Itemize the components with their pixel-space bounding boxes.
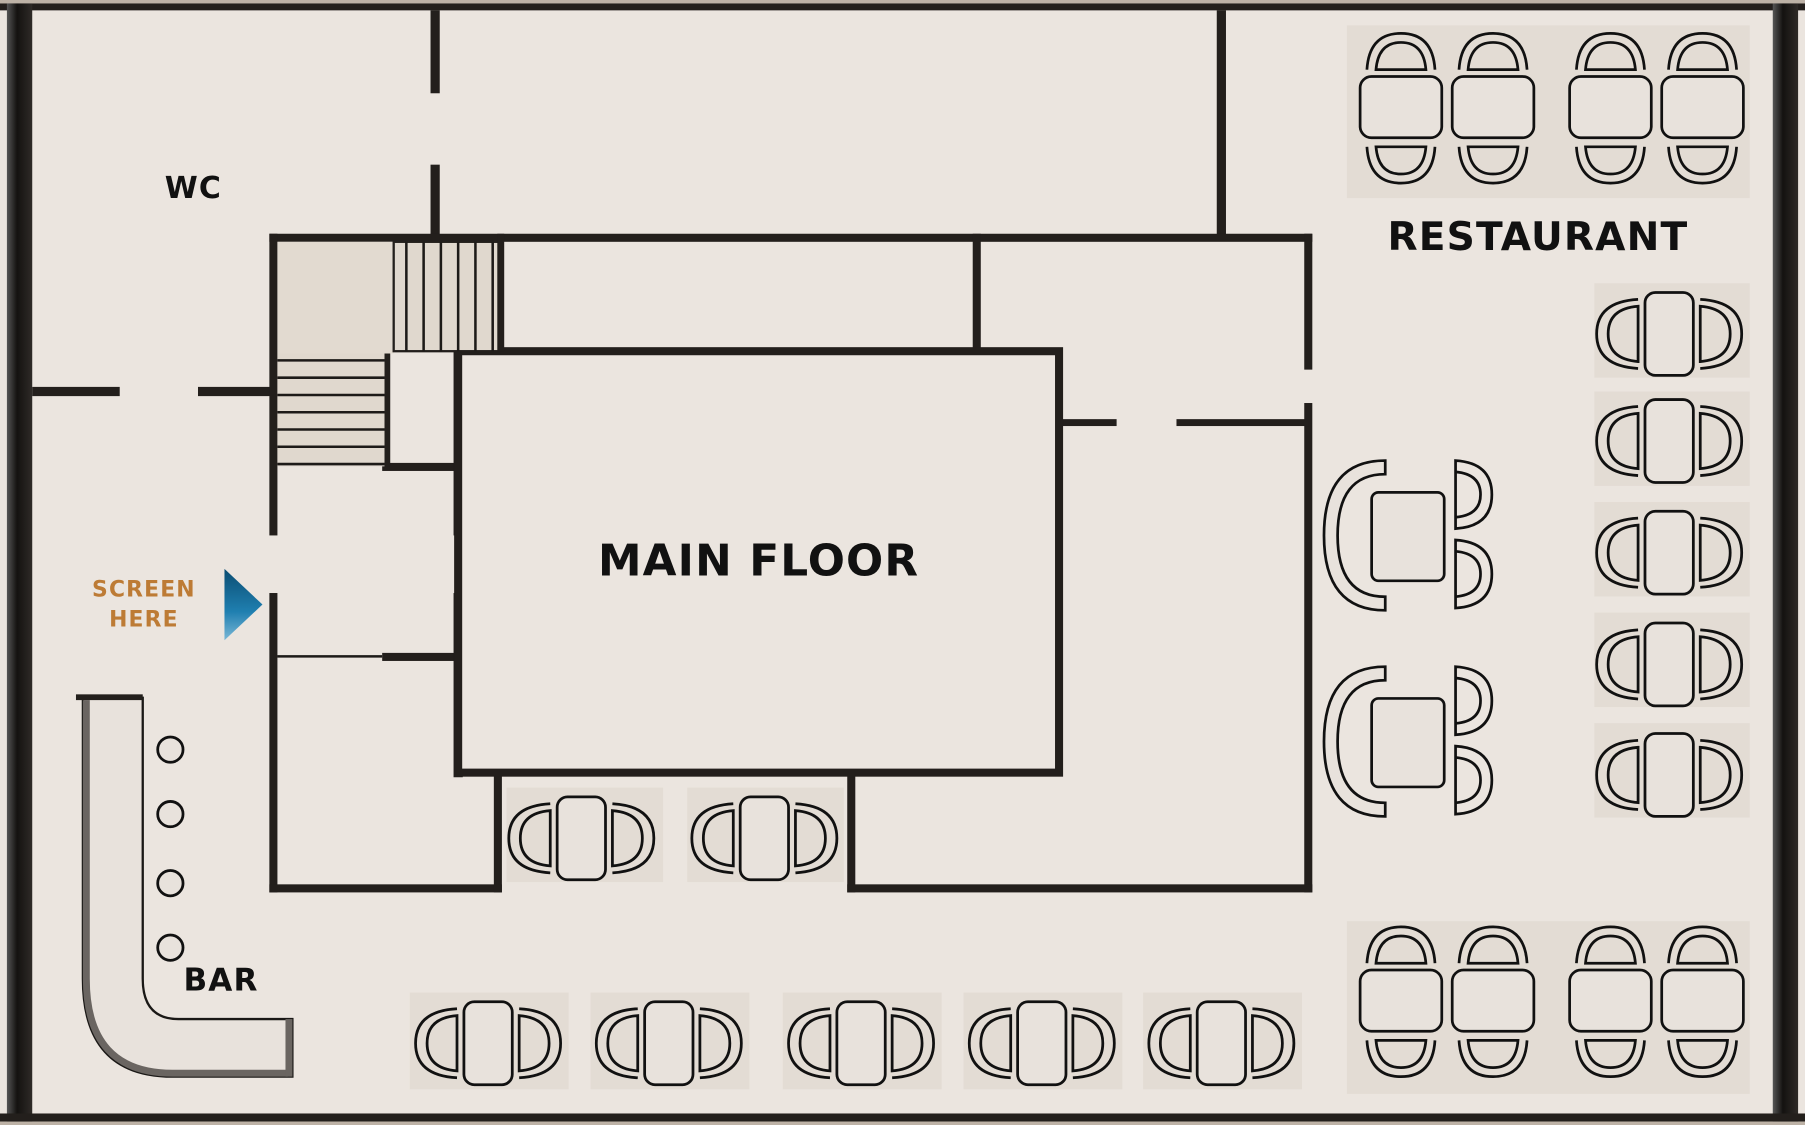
screen-label-line2: HERE [109,607,179,632]
bar-label: BAR [183,962,258,998]
triangle-right-icon[interactable] [224,568,263,641]
stairs [277,233,505,467]
bar-stools [156,735,185,962]
circle-icon[interactable] [156,735,185,764]
main-floor-front-tables [506,787,844,883]
main-floor-label: MAIN FLOOR [598,536,919,587]
main-floor-area[interactable]: MAIN FLOOR [454,347,1064,777]
circle-icon[interactable] [156,800,185,829]
stair-landing [277,241,394,354]
restaurant-bottom-tables [1346,921,1750,1094]
restaurant-top-tables [1346,25,1750,199]
bar-counter[interactable] [75,694,294,1078]
upper-partitions [32,10,1226,397]
restaurant-side-tables [1594,283,1750,818]
stairs-icon [405,241,494,352]
screen-label-line1: SCREEN [92,577,196,602]
wc-label: WC [165,171,222,206]
restaurant-label: RESTAURANT [1388,215,1689,260]
circle-icon[interactable] [156,869,185,898]
bottom-row-tables [409,992,1302,1090]
circle-icon[interactable] [156,933,185,962]
stairs-icon-lower [277,359,385,466]
